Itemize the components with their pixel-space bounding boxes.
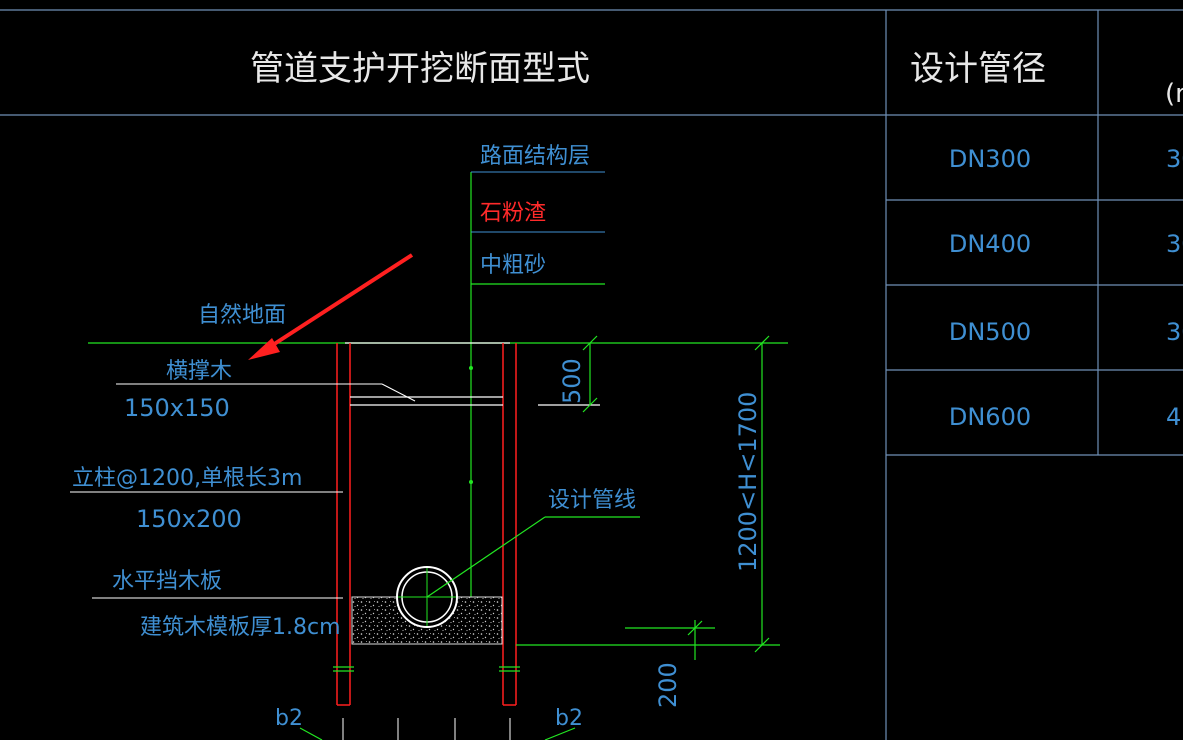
table-frame: [0, 9, 1183, 740]
red-arrow-annotation: [248, 253, 414, 360]
label-stone-powder: 石粉渣: [480, 201, 546, 226]
label-post: 立柱@1200,单根长3m: [72, 466, 302, 491]
layer-leaders: [469, 171, 605, 630]
dim-500: 500: [558, 358, 586, 404]
column-header-pipe-size: 设计管径: [910, 49, 1046, 89]
table-cell-size: DN400: [949, 230, 1031, 258]
cross-brace: [116, 383, 600, 406]
column-header-partial: (m: [1165, 79, 1183, 109]
table-cell-next: 4: [1166, 403, 1181, 431]
bottom-markers: [299, 718, 576, 740]
dim-200: 200: [654, 662, 682, 708]
table-cell-size: DN500: [949, 318, 1031, 346]
label-cross-brace: 横撑木: [166, 359, 232, 384]
label-natural-ground: 自然地面: [198, 303, 286, 328]
page-title: 管道支护开挖断面型式: [250, 49, 590, 89]
table-cell-next: 30: [1166, 318, 1183, 346]
dim-depth: 1200<H<1700: [734, 392, 762, 572]
table-cell-size: DN600: [949, 403, 1031, 431]
label-post-size: 150x200: [136, 505, 242, 533]
label-board: 水平挡木板: [112, 569, 222, 594]
table-cell-next: 30: [1166, 230, 1183, 258]
table-cell-next: 30: [1166, 145, 1183, 173]
dimension-depth: [516, 335, 780, 653]
table-cell-size: DN300: [949, 145, 1031, 173]
dimension-500: [582, 335, 598, 413]
label-b2-right: b2: [555, 706, 583, 731]
label-design-pipe: 设计管线: [548, 488, 636, 513]
label-board-material: 建筑木模板厚1.8cm: [140, 615, 341, 640]
label-cross-brace-size: 150x150: [124, 394, 230, 422]
label-coarse-sand: 中粗砂: [480, 253, 546, 278]
label-road-layer: 路面结构层: [480, 144, 590, 169]
label-b2-left: b2: [275, 706, 303, 731]
dimension-200: [625, 620, 715, 660]
